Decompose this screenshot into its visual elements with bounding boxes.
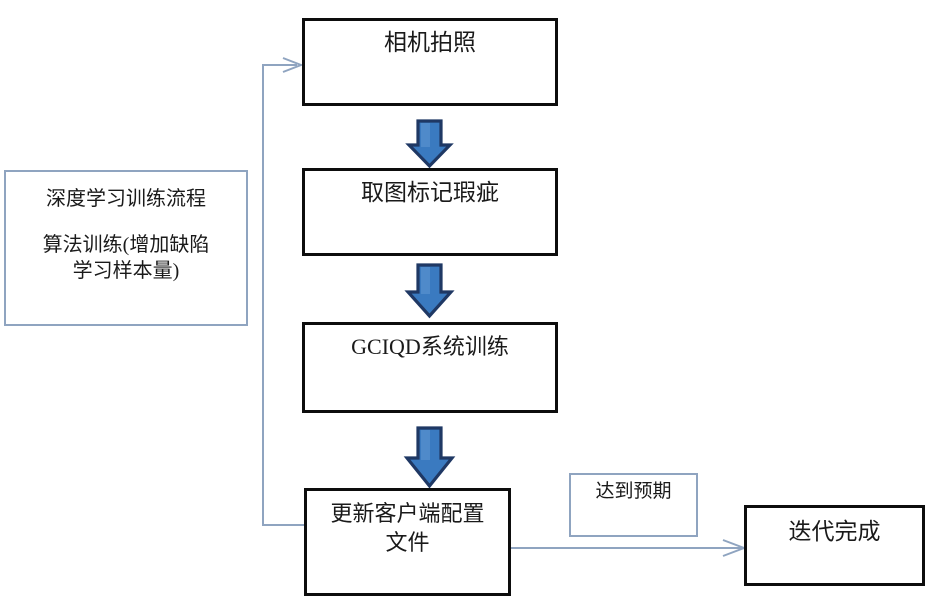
- block-arrow-mark-to-train: [404, 263, 455, 319]
- process-box-iteration-done: 迭代完成: [744, 505, 925, 586]
- process-box-gciqd-train: GCIQD系统训练: [302, 322, 558, 413]
- process-box-mark-defect: 取图标记瑕疵: [302, 168, 558, 256]
- note-line-1: 深度学习训练流程: [46, 188, 206, 210]
- connector-config-feedback-to-capture: [262, 57, 304, 526]
- connector-config-to-done: [511, 539, 747, 557]
- block-arrow-train-to-config: [403, 426, 456, 489]
- process-label-iteration-done: 迭代完成: [788, 519, 881, 544]
- process-box-update-config: 更新客户端配置 文件: [304, 488, 511, 596]
- note-line-2: 算法训练(增加缺陷 学习样本量): [42, 234, 210, 282]
- process-label-mark-defect: 取图标记瑕疵: [361, 180, 499, 205]
- label-text-expectation-met: 达到预期: [595, 481, 672, 502]
- note-box-training-process: 深度学习训练流程 算法训练(增加缺陷 学习样本量): [4, 170, 248, 326]
- process-label-gciqd-train: GCIQD系统训练: [351, 334, 509, 359]
- process-label-camera-capture: 相机拍照: [384, 30, 476, 55]
- block-arrow-capture-to-mark: [405, 119, 454, 169]
- label-box-expectation-met: 达到预期: [569, 473, 698, 537]
- process-label-update-config: 更新客户端配置 文件: [330, 501, 485, 555]
- process-box-camera-capture: 相机拍照: [302, 18, 558, 106]
